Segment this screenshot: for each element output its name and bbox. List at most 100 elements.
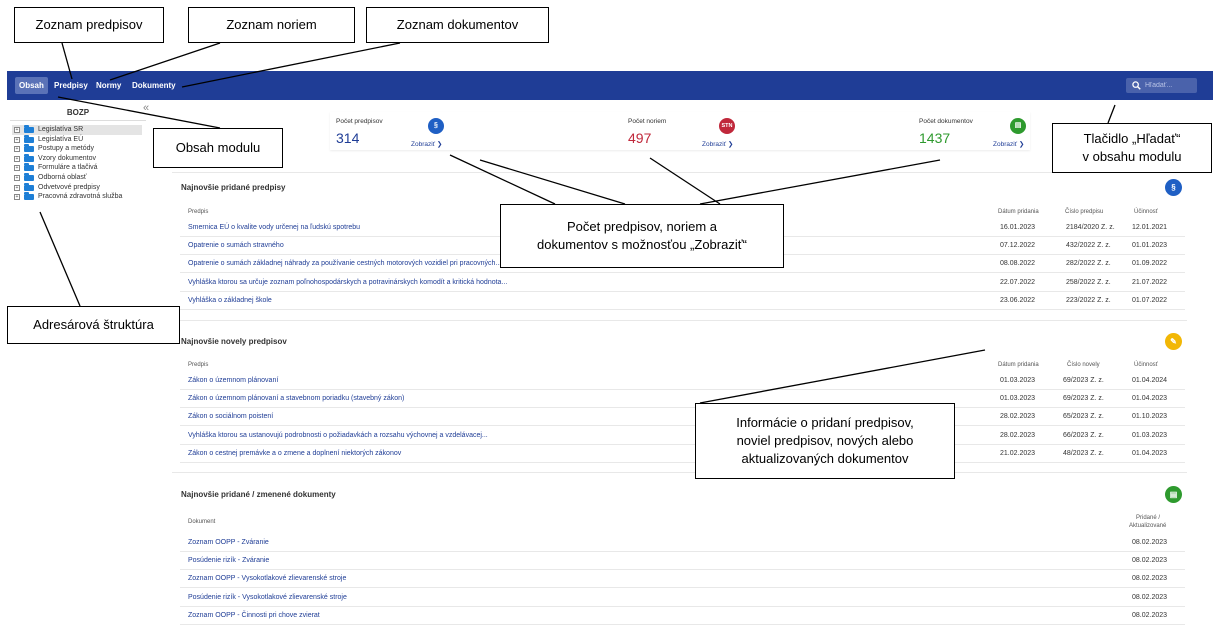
tree-item-label: Legislatíva EÚ [38, 135, 84, 143]
table-row[interactable]: Posúdenie rizík - Zváranie 08.02.2023 [180, 552, 1185, 571]
row-cell: 21.07.2022 [1132, 278, 1168, 286]
table-row[interactable]: Posúdenie rizík - Vysokotlakové zlievare… [180, 589, 1185, 607]
callout-tlacidlo-hladat: Tlačidlo „Hľadať“ v obsahu modulu [1052, 123, 1212, 173]
row-cell: 01.04.2023 [1132, 449, 1168, 457]
tree-item[interactable]: +Postupy a metódy [12, 144, 142, 154]
section-divider [172, 172, 1187, 173]
stn-icon: STN [719, 118, 735, 134]
row-cell: 69/2023 Z. z. [1063, 395, 1104, 403]
expand-icon[interactable]: + [14, 165, 20, 172]
row-cell: 12.01.2021 [1132, 224, 1168, 231]
tree-item-label: Vzory dokumentov [38, 154, 96, 162]
row-cell: 07.12.2022 [1000, 242, 1036, 250]
tree-item[interactable]: + Vzory dokumentov [12, 153, 142, 164]
expand-icon[interactable]: + [14, 194, 20, 201]
row-title-link[interactable]: Zákon o sociálnom poistení [188, 413, 274, 421]
callout-line: dokumentov s možnosťou „Zobraziť“ [537, 237, 747, 252]
search-box[interactable] [1126, 78, 1197, 93]
row-title-link[interactable]: Zákon o územnom plánovaní [188, 377, 279, 384]
row-cell: 08.02.2023 [1132, 575, 1168, 583]
section-divider [172, 472, 1187, 473]
search-input[interactable] [1145, 78, 1195, 93]
stat-show-link[interactable]: Zobraziť ❯ [993, 141, 1025, 148]
column-header: Predpis [188, 362, 209, 368]
expand-icon[interactable]: + [14, 155, 20, 162]
column-header: Dokument [188, 519, 216, 525]
row-title-link[interactable]: Vyhláška o základnej škole [188, 296, 272, 304]
column-header: Predpis [188, 209, 209, 215]
table-row[interactable]: Zákon o územnom plánovaní a stavebnom po… [180, 390, 1185, 409]
callout-line: Tlačidlo „Hľadať“ [1083, 131, 1181, 146]
table-row[interactable]: Zákon o cestnej premávke a o zmene a dop… [180, 445, 1185, 463]
row-cell: 01.01.2023 [1132, 242, 1168, 250]
stat-value: 497 [628, 130, 652, 146]
row-cell: 08.02.2023 [1132, 557, 1168, 565]
tree-item[interactable]: +Legislatíva SR [12, 125, 142, 135]
stat-value: 314 [336, 130, 360, 146]
tree-item[interactable]: +Odvetvové predpisy [12, 182, 142, 193]
folder-icon [24, 182, 34, 191]
expand-icon[interactable]: + [14, 146, 20, 153]
row-title-link[interactable]: Vyhláška ktorou sa určuje zoznam poľnoho… [188, 278, 508, 286]
directory-tree: +Legislatíva SR + Legislatíva EÚ +Postupy… [12, 125, 142, 202]
row-title-link[interactable]: Smernica EÚ o kvalite vody určenej na ľu… [188, 224, 361, 231]
folder-icon [24, 192, 34, 201]
row-cell: 16.01.2023 [1000, 224, 1036, 231]
expand-icon[interactable]: + [14, 136, 20, 143]
document-icon: ▤ [1165, 486, 1182, 503]
row-cell: 282/2022 Z. z. [1066, 260, 1111, 268]
row-cell: 01.10.2023 [1132, 413, 1168, 421]
tree-item-label: Formuláre a tlačivá [38, 164, 98, 172]
stat-show-link[interactable]: Zobraziť ❯ [702, 141, 734, 148]
column-header: Dátum pridania [998, 362, 1039, 368]
row-title-link[interactable]: Posúdenie rizík - Vysokotlakové zlievare… [188, 593, 347, 601]
expand-icon[interactable]: + [14, 127, 20, 133]
row-title-link[interactable]: Zoznam OOPP - Zváranie [188, 539, 269, 546]
tree-item[interactable]: + Pracovná zdravotná služba [12, 192, 142, 202]
row-cell: 432/2022 Z. z. [1066, 242, 1111, 250]
callout-pocet: Počet predpisov, noriem a dokumentov s m… [500, 204, 784, 268]
table-row[interactable]: Opatrenie o sumách základnej náhrady za … [180, 255, 1185, 274]
top-navbar: Obsah Predpisy Normy Dokumenty [7, 71, 1213, 100]
row-cell: 01.03.2023 [1000, 395, 1036, 403]
nav-normy[interactable]: Normy [96, 81, 122, 90]
row-cell: 223/2022 Z. z. [1066, 296, 1111, 304]
row-title-link[interactable]: Zákon o cestnej premávke a o zmene a dop… [188, 449, 402, 457]
sidebar-collapse-button[interactable]: « [143, 102, 150, 114]
section-title: Najnovšie pridané predpisy [181, 183, 286, 192]
column-header: Aktualizované [1129, 523, 1167, 529]
table-row[interactable]: Vyhláška ktorou sa určuje zoznam poľnoho… [180, 274, 1185, 292]
table-row[interactable]: Vyhláška ktorou sa ustanovujú podrobnost… [180, 427, 1185, 445]
table-row[interactable]: Zoznam OOPP - Činnosti pri chove zvierat… [180, 607, 1185, 625]
callout-line: Informácie o pridaní predpisov, [736, 415, 914, 430]
callout-line: aktualizovaných dokumentov [741, 451, 909, 466]
stat-show-link[interactable]: Zobraziť ❯ [411, 141, 443, 148]
nav-dokumenty[interactable]: Dokumenty [132, 81, 176, 90]
expand-icon[interactable]: + [14, 184, 20, 191]
callout-obsah-modulu: Obsah modulu [153, 128, 283, 168]
row-title-link[interactable]: Zoznam OOPP - Činnosti pri chove zvierat [188, 611, 320, 619]
row-title-link[interactable]: Zoznam OOPP - Vysokotlakové zlievarenské… [188, 575, 347, 583]
nav-predpisy[interactable]: Predpisy [54, 81, 88, 90]
nav-obsah[interactable]: Obsah [15, 77, 48, 94]
row-title-link[interactable]: Vyhláška ktorou sa ustanovujú podrobnost… [188, 431, 488, 439]
row-title-link[interactable]: Zákon o územnom plánovaní a stavebnom po… [188, 395, 405, 403]
table-row[interactable]: Zoznam OOPP - Vysokotlakové zlievarenské… [180, 570, 1185, 589]
callout-adresarova: Adresárová štruktúra [7, 306, 180, 344]
tree-item[interactable]: + Formuláre a tlačivá [12, 163, 142, 173]
row-title-link[interactable]: Posúdenie rizík - Zváranie [188, 557, 270, 565]
callout-line: noviel predpisov, nových alebo [736, 433, 914, 448]
callout-zoznam-dokumentov: Zoznam dokumentov [366, 7, 549, 43]
row-title-link[interactable]: Opatrenie o sumách stravného [188, 242, 284, 250]
tree-item-label: Pracovná zdravotná služba [38, 193, 123, 201]
expand-icon[interactable]: + [14, 174, 20, 181]
callout-informacie: Informácie o pridaní predpisov, noviel p… [695, 403, 955, 479]
tree-item[interactable]: +Odborná oblasť [12, 172, 142, 183]
tree-item[interactable]: + Legislatíva EÚ [12, 134, 142, 145]
stat-predpisy: Počet predpisov 314 Zobraziť ❯ § [330, 112, 450, 150]
row-title-link[interactable]: Opatrenie o sumách základnej náhrady za … [188, 260, 502, 268]
